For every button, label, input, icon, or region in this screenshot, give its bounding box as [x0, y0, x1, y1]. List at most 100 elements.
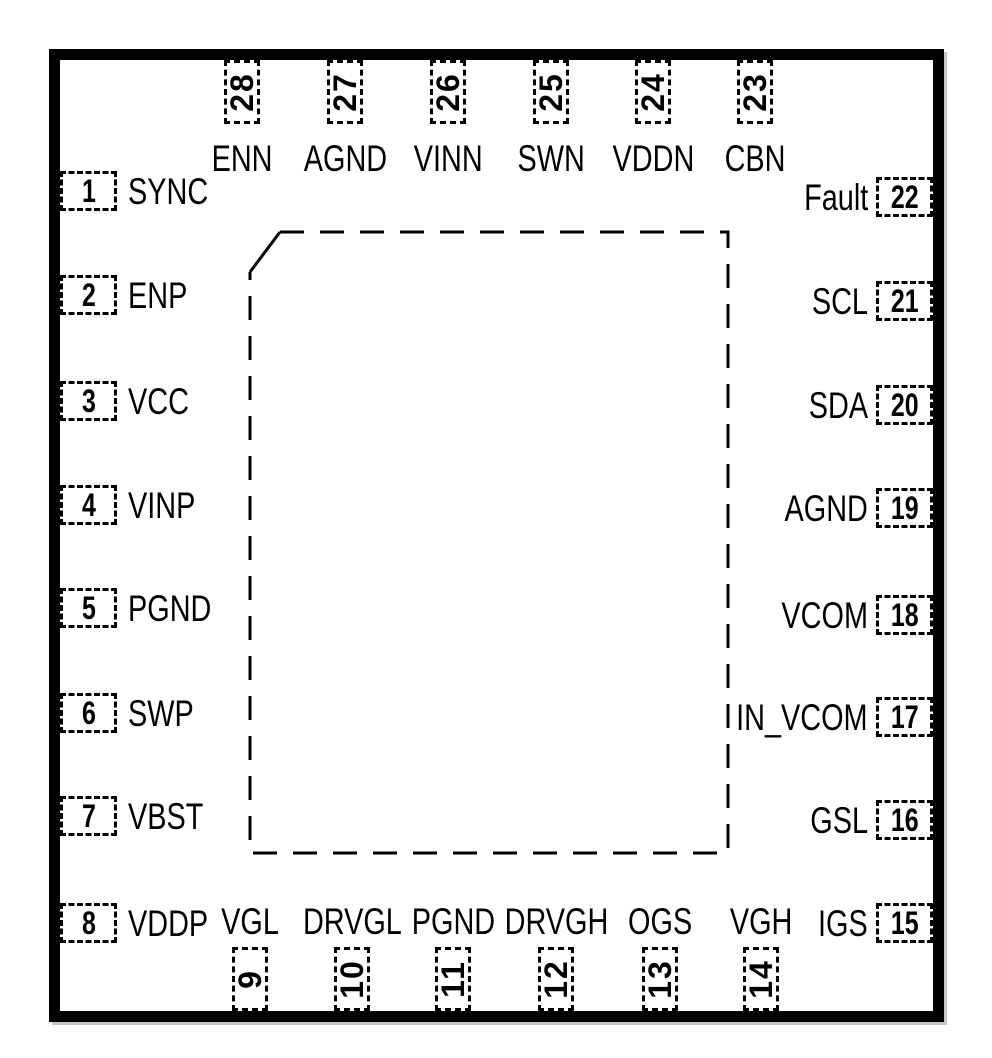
pin-24-box: 24	[635, 60, 671, 124]
pin-number: 19	[890, 490, 919, 526]
pin-6-label: SWP	[128, 694, 212, 732]
pin-name-text: GSL	[810, 799, 868, 841]
pin-number: 14	[743, 959, 779, 999]
pin-name-text: VINN	[413, 138, 483, 179]
pin-14-box: 14	[743, 947, 779, 1011]
pin-17-label: IN_VCOM	[699, 698, 868, 736]
pin-number: 8	[81, 905, 96, 941]
pin-8-label: VDDP	[128, 904, 231, 942]
pin-7-box: 7	[60, 796, 117, 836]
pin-number: 24	[635, 72, 671, 112]
pin-name-text: VBST	[128, 795, 204, 837]
pin-name-text: IN_VCOM	[736, 696, 868, 738]
pin-number: 11	[435, 960, 472, 998]
pin-name-text: IGS	[818, 902, 868, 944]
pin-6-box: 6	[60, 693, 117, 733]
pin-name-text: CBN	[724, 138, 786, 179]
pin-25-box: 25	[533, 60, 569, 124]
pin-number: 9	[231, 969, 268, 989]
pin-name-text: Fault	[803, 176, 868, 218]
pin-22-label: Fault	[786, 178, 868, 216]
pin-28-label: ENN	[167, 140, 317, 177]
pin-21-label: SCL	[796, 282, 868, 320]
pin-14-label: VGH	[686, 903, 836, 940]
pin-name-text: DRVGH	[504, 901, 608, 942]
pin-name-text: ENN	[211, 138, 273, 179]
pin-number: 17	[890, 699, 919, 735]
pin-number: 1	[81, 173, 96, 209]
pin-1-label: SYNC	[128, 172, 231, 210]
pin-16-label: GSL	[794, 801, 868, 839]
pin-28-box: 28	[224, 60, 260, 124]
pin-number: 23	[737, 72, 773, 112]
pin-name-text: SCL	[811, 280, 868, 322]
pin-number: 27	[327, 72, 363, 112]
pin-19-box: 19	[876, 488, 933, 528]
pin-name-text: PGND	[128, 587, 212, 629]
pin1-indicator-chamfer	[248, 231, 282, 273]
pin-number: 12	[538, 959, 574, 999]
pin-26-box: 26	[430, 60, 466, 124]
pin-9-label: VGL	[175, 903, 325, 940]
pin-name-text: VCOM	[781, 594, 868, 636]
pin-10-label: DRVGL	[277, 903, 427, 940]
pin-3-label: VCC	[128, 382, 206, 420]
pin-4-box: 4	[60, 485, 117, 525]
pin-9-box: 9	[232, 947, 268, 1011]
pin-name-text: VINP	[128, 484, 196, 526]
pin-number: 3	[81, 383, 96, 419]
pin-name-text: SDA	[808, 384, 868, 426]
pin-20-label: SDA	[792, 386, 868, 424]
pin-name-text: VGH	[729, 901, 793, 942]
pin-4-label: VINP	[128, 486, 214, 524]
pin-number: 16	[890, 802, 919, 838]
pin-name-text: SWN	[517, 138, 585, 179]
pin-name-text: OGS	[627, 901, 693, 942]
pin-name-text: AGND	[784, 487, 868, 529]
pin-name-text: VCC	[128, 380, 189, 422]
pin-27-box: 27	[327, 60, 363, 124]
pin-number: 6	[81, 695, 96, 731]
pin-name-text: DRVGL	[302, 901, 402, 942]
pin-23-label: CBN	[680, 140, 830, 177]
pin-11-label: PGND	[378, 903, 528, 940]
pin-11-box: 11	[435, 947, 471, 1011]
pin-27-label: AGND	[270, 140, 420, 177]
pin-26-label: VINN	[373, 140, 523, 177]
pin-10-box: 10	[334, 947, 370, 1011]
pin-name-text: VDDP	[128, 902, 209, 944]
pin-3-box: 3	[60, 381, 117, 421]
pin-number: 15	[890, 905, 919, 941]
pin-number: 18	[890, 597, 919, 633]
chip-body-dashed-edge	[248, 230, 730, 855]
pin-13-box: 13	[642, 947, 678, 1011]
pin-name-text: VGL	[221, 901, 279, 942]
pin-number: 26	[430, 72, 466, 112]
pin-number: 13	[642, 959, 678, 999]
pin-name-text: ENP	[128, 274, 188, 316]
pin-name-text: VDDN	[612, 138, 694, 179]
pin-name-text: AGND	[303, 138, 387, 179]
pin-16-box: 16	[876, 800, 933, 840]
pin-5-label: PGND	[128, 589, 235, 627]
pin-number: 5	[81, 590, 96, 626]
pin-name-text: SYNC	[128, 170, 209, 212]
package-outline	[49, 49, 944, 1022]
pin-15-label: IGS	[804, 904, 868, 942]
pin-25-label: SWN	[476, 140, 626, 177]
pin-5-box: 5	[60, 588, 117, 628]
pin-1-box: 1	[60, 171, 117, 211]
pin-13-label: OGS	[585, 903, 735, 940]
pin-18-label: VCOM	[757, 596, 868, 634]
pin-21-box: 21	[876, 281, 933, 321]
pin-23-box: 23	[737, 60, 773, 124]
pin-number: 7	[81, 798, 96, 834]
pin-12-box: 12	[538, 947, 574, 1011]
pin-2-box: 2	[60, 275, 117, 315]
pin-number: 22	[890, 179, 919, 215]
pin-20-box: 20	[876, 385, 933, 425]
pin-name-text: PGND	[411, 901, 495, 942]
pin-18-box: 18	[876, 595, 933, 635]
